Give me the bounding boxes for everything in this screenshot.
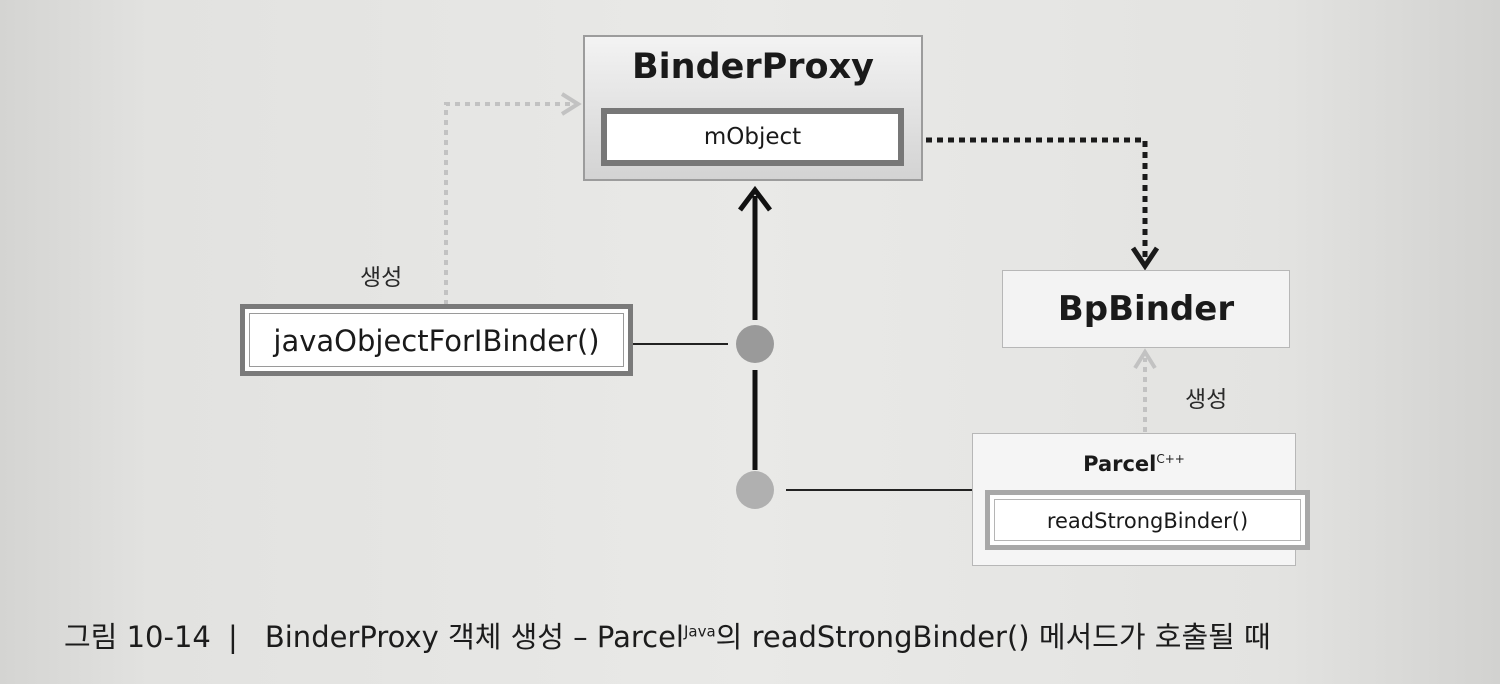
create-label-right: 생성 — [1185, 387, 1228, 413]
parcel-title: ParcelC++ — [973, 452, 1295, 476]
mobject-field: mObject — [601, 108, 904, 166]
create-arrow-left-head — [560, 92, 582, 116]
parcel-title-superscript: C++ — [1156, 452, 1185, 466]
caption-figure-number: 그림 10-14 — [64, 620, 211, 654]
create-arrow-left — [444, 102, 570, 305]
caption-superscript: Java — [683, 622, 716, 641]
caption-text-before: BinderProxy 객체 생성 – Parcel — [264, 620, 684, 654]
mobject-to-bpbinder-arrow — [904, 137, 1148, 258]
caption-text-after: 의 readStrongBinder() 메서드가 호출될 때 — [715, 620, 1271, 654]
flow-node-lower — [736, 471, 774, 509]
create-label-left: 생성 — [360, 265, 403, 291]
read-strong-binder-box: readStrongBinder() — [985, 490, 1310, 550]
flow-arrow-head — [738, 185, 772, 212]
flow-node-upper — [736, 325, 774, 363]
bpbinder-box: BpBinder — [1002, 270, 1290, 348]
parcel-title-text: Parcel — [1083, 452, 1157, 476]
caption-separator: | — [227, 620, 238, 654]
java-object-for-ibinder-label: javaObjectForIBinder() — [249, 313, 624, 367]
java-object-for-ibinder-box: javaObjectForIBinder() — [240, 304, 633, 376]
mobject-to-bpbinder-head — [1130, 246, 1160, 271]
figure-caption: 그림 10-14 | BinderProxy 객체 생성 – ParcelJava의… — [64, 614, 1271, 656]
binder-proxy-title: BinderProxy — [632, 47, 874, 87]
read-strong-binder-label: readStrongBinder() — [994, 499, 1301, 541]
create-arrow-right-head — [1133, 348, 1157, 370]
